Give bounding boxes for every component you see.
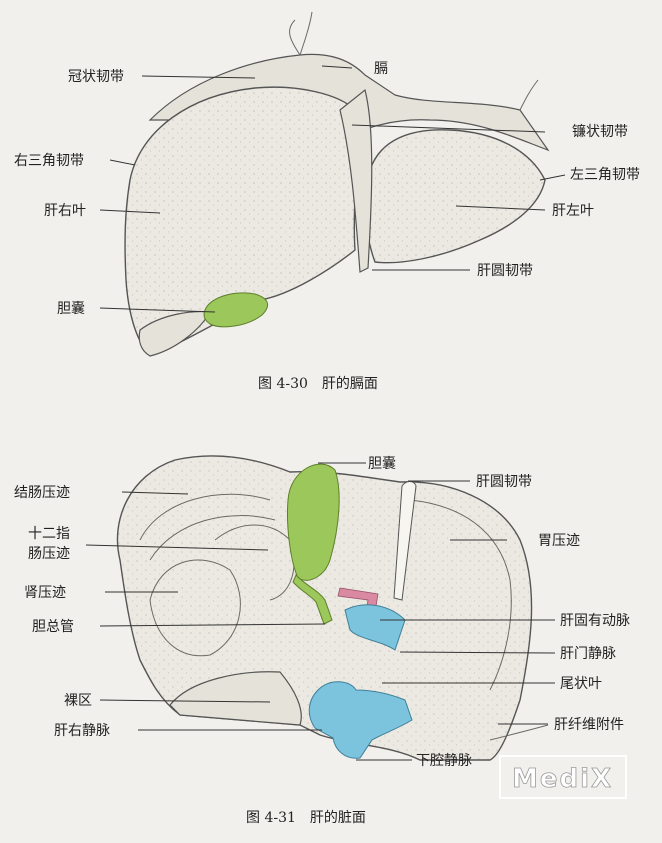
label-round-ligament: 肝圆韧带: [477, 263, 533, 279]
left-lobe-texture: [365, 129, 545, 263]
label-diaphragm: 膈: [374, 61, 388, 77]
label-duodenal-impression-line2: 肠压迹: [28, 546, 70, 562]
label-inferior-vena-cava: 下腔静脉: [416, 753, 472, 769]
label-colic-impression: 结肠压迹: [14, 485, 70, 501]
label-fibrous-appendix: 肝纤维附件: [554, 717, 624, 733]
gallbladder-body: [287, 463, 340, 581]
label-right-triangular-ligament: 右三角韧带: [14, 153, 84, 169]
visceral-surface-illustration: [116, 455, 549, 761]
label-right-lobe: 肝右叶: [44, 203, 86, 219]
round-ligament-bottom: [393, 481, 417, 601]
bare-area-region: [169, 671, 302, 726]
label-hepatic-artery-proper: 肝固有动脉: [560, 613, 630, 629]
caption-figure-4-31: 图 4-31 肝的脏面: [246, 810, 366, 826]
top-labels: 冠状韧带 膈 镰状韧带 右三角韧带 左三角韧带 肝右叶 肝左叶 肝圆韧带 胆囊: [14, 61, 640, 317]
label-renal-impression: 肾压迹: [24, 585, 66, 601]
label-falciform-ligament: 镰状韧带: [572, 123, 628, 140]
label-gastric-impression: 胃压迹: [538, 533, 580, 549]
label-coronary-ligament: 冠状韧带: [68, 69, 124, 85]
label-caudate-lobe: 尾状叶: [560, 676, 602, 692]
label-bare-area: 裸区: [64, 693, 92, 709]
diaphragm-crest: [289, 11, 313, 56]
gastric-impression-contour: [409, 499, 512, 691]
bottom-labels: 胆囊 肝圆韧带 结肠压迹 十二指 肠压迹 胃压迹 肾压迹 胆总管 肝固有动脉 肝…: [14, 455, 630, 769]
diaphragm-right-crest: [519, 79, 539, 111]
caption-figure-4-30: 图 4-30 肝的膈面: [258, 376, 378, 392]
right-lobe-texture: [125, 87, 357, 355]
medix-watermark: MediX: [499, 755, 627, 799]
gallbladder-fundus-top: [203, 292, 269, 328]
label-gallbladder-top: 胆囊: [57, 300, 85, 317]
label-left-triangular-ligament: 左三角韧带: [570, 167, 640, 183]
diaphragmatic-surface-illustration: [124, 11, 550, 357]
label-gallbladder-bottom: 胆囊: [368, 455, 396, 472]
right-lobe-inferior-fold: [138, 310, 211, 357]
label-round-ligament-bottom: 肝圆韧带: [476, 474, 532, 490]
fibrous-appendix-line: [489, 724, 549, 741]
portal-vein: [344, 604, 406, 651]
watermark-text: MediX: [512, 764, 613, 794]
label-common-bile-duct: 胆总管: [32, 619, 74, 635]
top-leader-lines: [99, 65, 566, 313]
label-portal-vein: 肝门静脉: [560, 646, 616, 662]
label-right-hepatic-vein: 肝右静脉: [54, 723, 110, 739]
bottom-leader-lines: [85, 462, 556, 761]
renal-impression-contour: [149, 559, 241, 657]
label-duodenal-impression-line1: 十二指: [28, 526, 70, 542]
label-left-lobe: 肝左叶: [552, 203, 594, 219]
inferior-vena-cava: [308, 681, 413, 759]
